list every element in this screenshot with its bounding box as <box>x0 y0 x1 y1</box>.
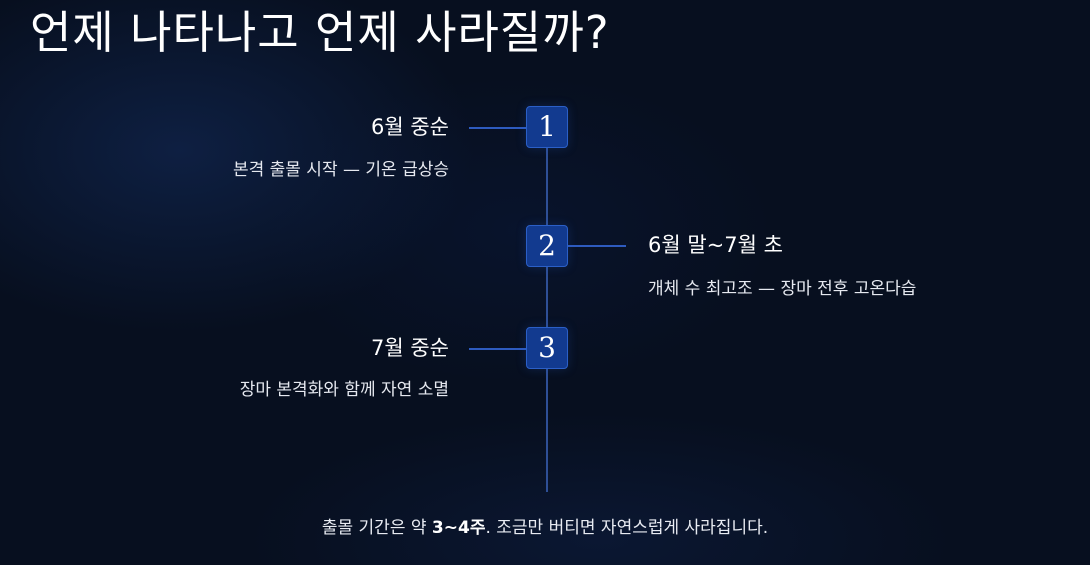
timeline-vertical-line <box>546 128 548 492</box>
stage-1-connector <box>469 127 527 129</box>
stage-2-number-badge: 2 <box>526 225 568 267</box>
stage-3-description: 장마 본격화와 함께 자연 소멸 <box>239 380 449 400</box>
footer-note-highlight: 3~4주 <box>431 518 486 538</box>
stage-3-title: 7월 중순 <box>371 336 449 360</box>
footer-note-suffix: . 조금만 버티면 자연스럽게 사라집니다. <box>485 518 769 538</box>
stage-1-title: 6월 중순 <box>371 115 449 139</box>
stage-2-title: 6월 말~7월 초 <box>648 233 783 257</box>
stage-3-connector <box>469 348 527 350</box>
stage-3-number-badge: 3 <box>526 327 568 369</box>
stage-2-connector <box>567 245 626 247</box>
stage-1-number-badge: 1 <box>526 106 568 148</box>
page-title: 언제 나타나고 언제 사라질까? <box>30 6 610 59</box>
stage-2-description: 개체 수 최고조 — 장마 전후 고온다습 <box>648 279 917 299</box>
footer-note: 출몰 기간은 약 3~4주. 조금만 버티면 자연스럽게 사라집니다. <box>0 515 1090 541</box>
footer-note-prefix: 출몰 기간은 약 <box>321 518 432 538</box>
stage-1-description: 본격 출몰 시작 — 기온 급상승 <box>232 160 449 180</box>
